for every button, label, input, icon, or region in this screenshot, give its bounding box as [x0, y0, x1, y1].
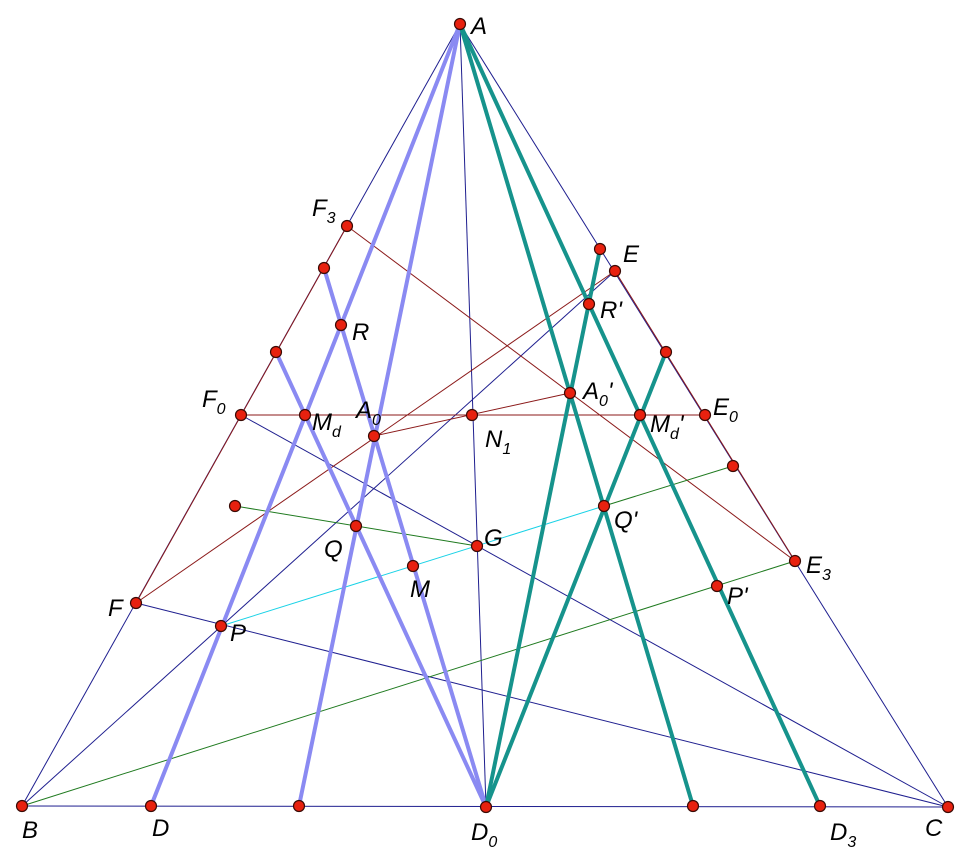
- label-a: A: [469, 13, 487, 40]
- label-d0: D0: [471, 819, 497, 850]
- point-a0-prime: [563, 386, 577, 400]
- point-left-green: [228, 499, 242, 513]
- violet-276-d0: [274, 350, 488, 809]
- point-ab-324: [317, 261, 331, 275]
- label-c: C: [925, 815, 943, 842]
- label-d: D: [152, 815, 169, 842]
- point-a0: [367, 429, 381, 443]
- points: [15, 17, 955, 814]
- label-r-prime: R': [600, 297, 623, 324]
- point-bc-299: [292, 799, 306, 813]
- point-d: [144, 799, 158, 813]
- label-f3: F3: [312, 195, 336, 227]
- label-q: Q: [324, 536, 343, 563]
- line-b-e3: [21, 560, 796, 807]
- teal-a-693: [458, 22, 695, 808]
- label-md-prime: Md': [650, 411, 685, 443]
- label-r: R: [352, 319, 369, 346]
- navy-lines: [21, 23, 949, 808]
- label-p-prime: P': [727, 583, 749, 610]
- line-qprime-right: [603, 465, 734, 507]
- teal-d0-e: [484, 247, 602, 809]
- point-ab-276: [269, 345, 283, 359]
- label-n1: N1: [485, 426, 511, 458]
- point-md-prime: [633, 408, 647, 422]
- point-q: [349, 519, 363, 533]
- point-f: [129, 596, 143, 610]
- label-m: M: [410, 576, 430, 603]
- point-d3: [813, 799, 827, 813]
- point-n1: [465, 408, 479, 422]
- point-r: [334, 318, 348, 332]
- label-g: G: [484, 525, 503, 552]
- point-md: [298, 408, 312, 422]
- violet-a-299: [297, 22, 462, 808]
- label-q-prime: Q': [614, 507, 639, 534]
- point-e: [608, 264, 622, 278]
- point-b: [15, 799, 29, 813]
- label-md: Md: [312, 409, 342, 441]
- point-c: [941, 800, 955, 814]
- point-a: [453, 17, 467, 31]
- label-f0: F0: [202, 386, 226, 418]
- line-f0-c: [240, 414, 949, 808]
- label-e3: E3: [806, 552, 831, 584]
- labels: A B C D D0 D3 E E0 E3 F F0 F3 R R' Md A0…: [22, 13, 943, 850]
- point-r-prime: [582, 297, 596, 311]
- label-a0: A0: [354, 397, 381, 429]
- point-d0: [479, 800, 493, 814]
- point-e3: [788, 554, 802, 568]
- point-f3: [340, 219, 354, 233]
- point-ac-666: [659, 345, 673, 359]
- label-p: P: [230, 620, 246, 647]
- cevian-b-e: [21, 270, 616, 807]
- point-p-prime: [710, 579, 724, 593]
- label-d3: D3: [830, 819, 856, 850]
- point-q-prime: [597, 499, 611, 513]
- point-m: [406, 559, 420, 573]
- cevian-c-f: [135, 602, 949, 808]
- teal-lines: [458, 22, 822, 809]
- point-g: [470, 539, 484, 553]
- point-ac-733: [726, 459, 740, 473]
- point-bc-693: [686, 799, 700, 813]
- violet-324-d0: [322, 266, 488, 809]
- point-e-upper: [593, 242, 607, 256]
- label-a0-prime: A0': [581, 378, 614, 410]
- point-e0: [698, 408, 712, 422]
- point-f0: [234, 408, 248, 422]
- maroon-lines: [135, 225, 796, 604]
- label-e: E: [623, 241, 640, 268]
- label-b: B: [22, 817, 38, 844]
- teal-d0-666: [484, 350, 668, 809]
- point-p: [214, 619, 228, 633]
- label-f: F: [108, 595, 124, 622]
- label-e0: E0: [713, 394, 738, 426]
